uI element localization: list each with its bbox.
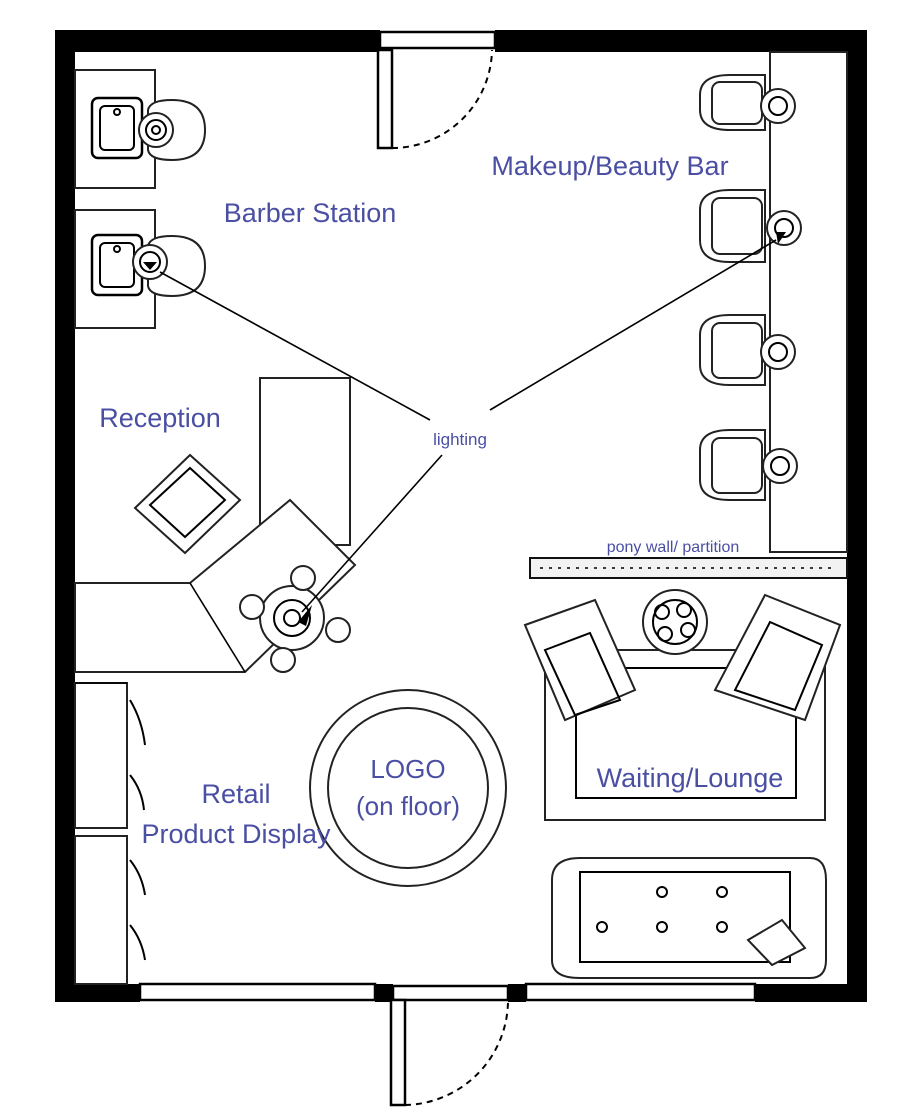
barber-station-2 xyxy=(74,209,207,329)
logo-label-line1: LOGO xyxy=(370,754,445,784)
lounge-chair-right xyxy=(713,593,842,722)
retail-shelving xyxy=(74,682,146,985)
side-table-plant xyxy=(642,589,708,655)
lighting-label: lighting xyxy=(433,430,487,449)
retail-label-line1: Retail xyxy=(201,779,270,809)
reception-stool xyxy=(239,565,351,673)
retail-label-line2: Product Display xyxy=(141,819,331,849)
pony-wall-label: pony wall/ partition xyxy=(607,539,740,556)
logo-label-line2: (on floor) xyxy=(356,791,460,821)
waiting-lounge-label: Waiting/Lounge xyxy=(597,763,784,793)
floor-logo xyxy=(309,689,507,887)
lounge-chair-left xyxy=(523,598,637,722)
pony-wall-partition xyxy=(529,557,848,579)
reception-label: Reception xyxy=(99,403,221,433)
barber-station-label: Barber Station xyxy=(224,198,397,228)
makeup-chair-3 xyxy=(699,314,796,386)
exterior-walls xyxy=(55,30,867,1002)
lighting-lines xyxy=(159,239,777,613)
barber-station-1 xyxy=(74,69,207,189)
top-door[interactable] xyxy=(376,30,497,150)
makeup-bar-label: Makeup/Beauty Bar xyxy=(491,151,728,181)
makeup-chair-1 xyxy=(699,74,796,131)
makeup-chair-4 xyxy=(699,429,798,501)
reception-chair xyxy=(133,453,242,555)
lounge-sofa xyxy=(551,857,827,979)
makeup-chair-2 xyxy=(699,189,802,263)
entry-door[interactable] xyxy=(389,984,510,1107)
